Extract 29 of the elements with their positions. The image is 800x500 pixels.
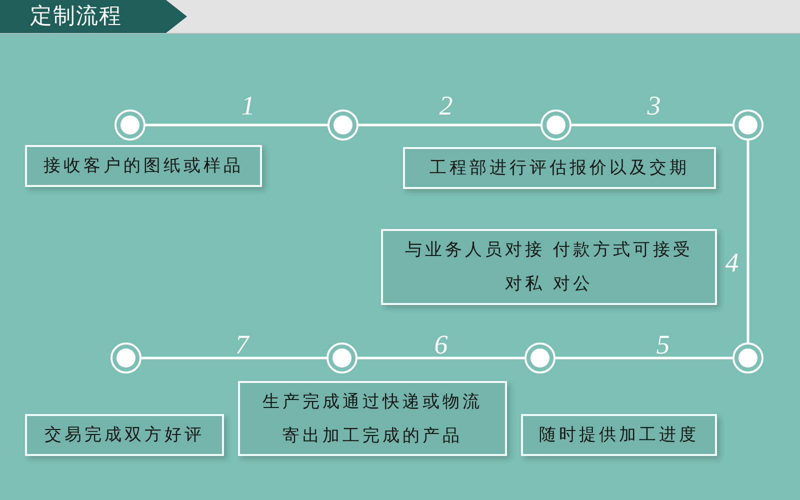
step-box: 工程部进行评估报价以及交期 [403,147,716,189]
milestone-circle [110,342,142,374]
step-box: 生产完成通过快递或物流寄出加工完成的产品 [238,381,507,456]
step-box: 交易完成双方好评 [25,414,224,456]
milestone-circle [326,342,358,374]
milestone-circle [732,342,764,374]
step-number: 3 [647,92,661,120]
milestone-circle [327,109,359,141]
connector-line [358,356,524,360]
milestone-circle [732,109,764,141]
step-number: 4 [725,250,739,276]
step-box: 与业务人员对接 付款方式可接受对私 对公 [381,229,717,305]
step-number: 1 [241,92,255,120]
connector-line [572,124,732,126]
connector-line [358,124,540,126]
milestone-circle [524,342,556,374]
connector-line [146,124,328,126]
step-number: 5 [656,332,670,358]
step-number: 6 [434,332,448,358]
diagram-title: 定制流程 [30,3,122,31]
step-number: 2 [439,92,453,120]
step-box: 随时提供加工进度 [521,414,717,456]
step-box: 接收客户的图纸或样品 [25,145,262,187]
step-number: 7 [235,332,249,358]
milestone-circle [540,109,572,141]
connector-line [556,356,732,360]
connector-line [746,140,750,342]
milestone-circle [114,109,146,141]
connector-line [142,356,326,360]
